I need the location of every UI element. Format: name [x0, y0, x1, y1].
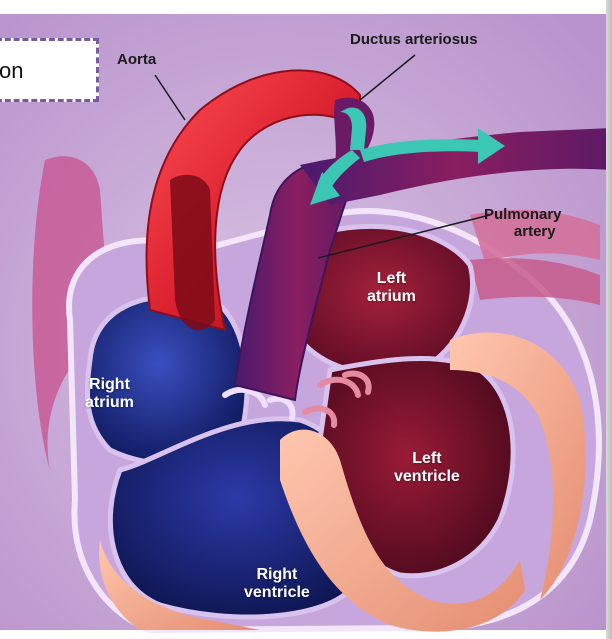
callout-text: on — [0, 58, 23, 84]
left-ventricle-label-line2: ventricle — [394, 468, 460, 486]
top-white-band — [0, 0, 612, 14]
right-atrium-label: Right atrium — [85, 376, 134, 411]
right-ventricle-label: Right ventricle — [244, 566, 310, 601]
left-atrium-label-line2: atrium — [367, 288, 416, 306]
right-ventricle-label-line1: Right — [244, 566, 310, 584]
aorta-label: Aorta — [117, 52, 156, 69]
aorta-lumen — [170, 175, 215, 331]
ductus-arteriosus-label: Ductus arteriosus — [350, 32, 478, 49]
scrollbar-edge[interactable] — [606, 0, 612, 639]
right-atrium-label-line2: atrium — [85, 394, 134, 412]
left-ventricle-label-line1: Left — [394, 450, 460, 468]
left-atrium-label: Left atrium — [367, 270, 416, 305]
pulmonary-label-line2: artery — [484, 224, 562, 241]
left-ventricle-label: Left ventricle — [394, 450, 460, 485]
right-atrium-label-line1: Right — [85, 376, 134, 394]
text-callout-box[interactable]: on — [0, 38, 99, 102]
pulmonary-artery-label: Pulmonary artery — [484, 207, 562, 240]
left-atrium-label-line1: Left — [367, 270, 416, 288]
right-ventricle-label-line2: ventricle — [244, 584, 310, 602]
pulmonary-label-line1: Pulmonary — [484, 207, 562, 224]
